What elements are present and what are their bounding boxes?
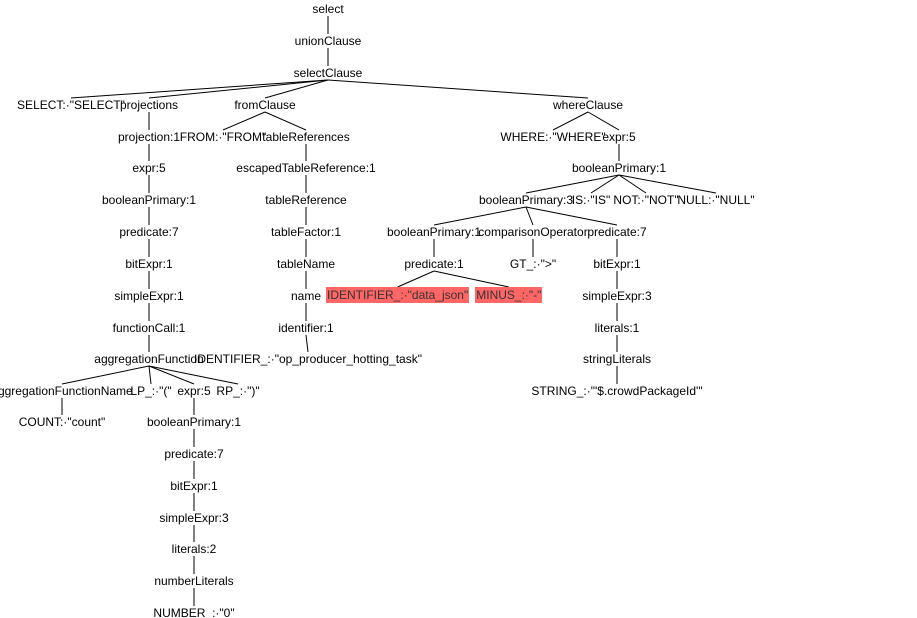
tree-node[interactable]: IDENTIFIER_:·"op_producer_hotting_task" [194,352,422,366]
tree-node[interactable]: SELECT:·"SELECT" [17,98,125,112]
tree-edge [525,174,620,194]
tree-node[interactable]: selectClause [293,66,363,80]
tree-node[interactable]: expr:5 [177,384,211,398]
tree-node[interactable]: identifier:1 [278,321,334,335]
tree-node[interactable]: NOT:·"NOT" [613,193,679,207]
tree-node[interactable]: predicate:7 [164,447,224,461]
tree-node[interactable]: tableName [276,257,336,271]
tree-node[interactable]: literals:1 [594,321,640,335]
tree-node[interactable]: name [290,289,322,303]
tree-node[interactable]: predicate:7 [587,225,647,239]
tree-node[interactable]: tableReference [265,193,347,207]
tree-node[interactable]: expr:5 [602,130,636,144]
tree-node[interactable]: booleanPrimary:1 [146,415,242,429]
tree-edge [618,174,647,194]
tree-edge [148,365,195,385]
tree-node[interactable]: tableReferences [262,130,350,144]
tree-node[interactable]: escapedTableReference:1 [236,161,376,175]
tree-edge [587,111,620,131]
tree-node[interactable]: booleanPrimary:1 [571,161,667,175]
tree-node[interactable]: RP_:·")" [216,384,260,398]
tree-node[interactable]: whereClause [552,98,624,112]
tree-node[interactable]: comparisonOperator [478,225,588,239]
tree-edge [590,174,620,194]
tree-node[interactable]: booleanPrimary:3 [478,193,574,207]
tree-node[interactable]: predicate:7 [119,225,179,239]
tree-node[interactable]: projections [119,98,179,112]
tree-node[interactable]: NUMBER_:·"0" [153,606,235,618]
tree-node[interactable]: numberLiterals [154,574,234,588]
tree-node[interactable]: literals:2 [171,542,217,556]
tree-node[interactable]: tableFactor:1 [270,225,342,239]
tree-edge [264,111,307,131]
tree-edge [148,365,239,385]
tree-node[interactable]: IS:·"IS" [571,193,611,207]
tree-edge [433,206,527,226]
tree-edge [148,79,329,99]
tree-node[interactable]: expr:5 [132,161,166,175]
tree-node[interactable]: GT_:·">" [509,257,557,271]
tree-node[interactable]: booleanPrimary:1 [386,225,482,239]
tree-node[interactable]: STRING_:·"'$.crowdPackageId'" [531,384,703,398]
tree-node[interactable]: predicate:1 [404,257,464,271]
tree-node[interactable]: simpleExpr:1 [114,289,184,303]
tree-node[interactable]: simpleExpr:3 [582,289,652,303]
tree-node[interactable]: fromClause [234,98,296,112]
tree-edge [552,111,589,131]
tree-edge [397,270,435,288]
tree-node[interactable]: COUNT:·"count" [18,415,106,429]
tree-node[interactable]: booleanPrimary:1 [101,193,197,207]
error-node-minus[interactable]: MINUS_:·"-" [475,287,543,303]
tree-node[interactable]: bitExpr:1 [170,479,218,493]
tree-node[interactable]: functionCall:1 [112,321,186,335]
tree-node[interactable]: unionClause [294,34,362,48]
tree-node[interactable]: bitExpr:1 [593,257,641,271]
tree-node[interactable]: NULL:·"NULL" [677,193,755,207]
tree-node[interactable]: select [312,2,344,16]
tree-edge [148,365,152,385]
tree-node[interactable]: bitExpr:1 [125,257,173,271]
tree-node[interactable]: WHERE:·"WHERE" [500,130,606,144]
tree-edge [305,334,309,353]
error-nodes-row: IDENTIFIER_:·"data_json" MINUS_:·"-" [326,287,543,303]
tree-edge [70,79,329,99]
tree-edge [618,174,717,194]
tree-edge [433,270,509,288]
tree-node[interactable]: aggregationFunctionName [0,384,133,398]
tree-node[interactable]: simpleExpr:3 [159,511,229,525]
tree-node[interactable]: aggregationFunction [94,352,204,366]
error-node-identifier[interactable]: IDENTIFIER_:·"data_json" [326,287,470,303]
tree-node[interactable]: LP_:·"(" [130,384,172,398]
tree-node[interactable]: FROM:·"FROM" [179,130,267,144]
tree-edge [327,79,589,99]
tree-edge [222,111,266,131]
tree-edge [264,79,329,99]
tree-node[interactable]: projection:1 [117,130,181,144]
tree-edge [525,206,618,226]
tree-edge [525,206,534,226]
tree-node[interactable]: stringLiterals [582,352,652,366]
tree-edge [61,365,150,385]
